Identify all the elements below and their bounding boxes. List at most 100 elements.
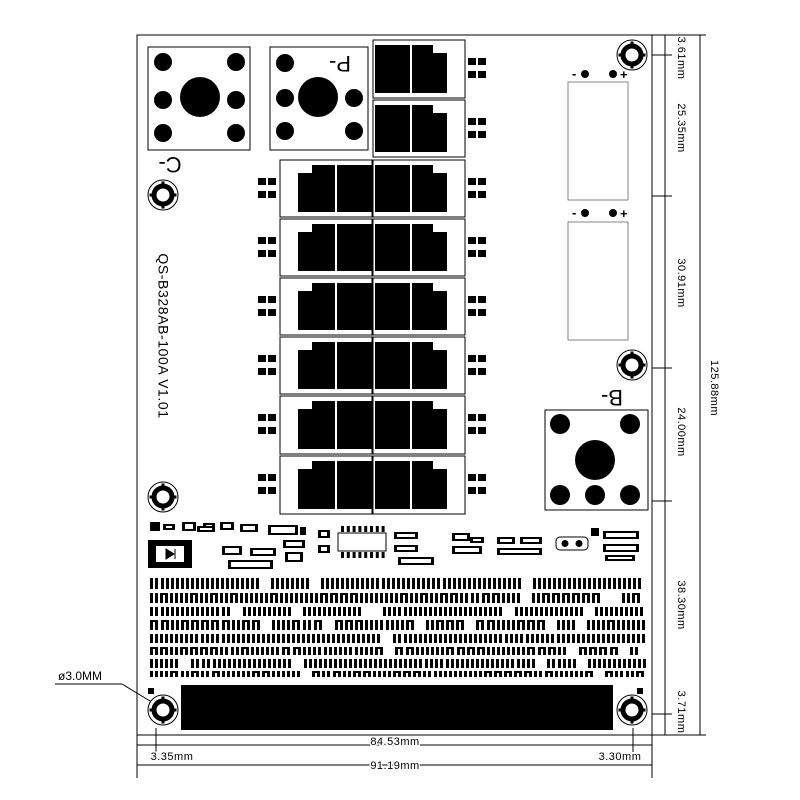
smd-pad [388, 607, 391, 616]
smd-pad [488, 578, 491, 589]
smd-pad [397, 578, 400, 589]
smd-pad [360, 647, 363, 655]
hole-copper-ring [151, 183, 175, 207]
ic-pin [352, 526, 356, 532]
smd-pad [537, 620, 540, 630]
smd-pad [557, 620, 560, 630]
mosfet [372, 39, 486, 99]
smd-pad [562, 620, 565, 630]
smd-pad [155, 634, 158, 643]
smd-pad [242, 620, 245, 630]
plus-sign: + [620, 206, 628, 221]
gate-pin-pad [268, 237, 276, 244]
smd-pad [440, 659, 443, 668]
mosfet-notch [298, 224, 312, 232]
smd-pad [546, 634, 549, 643]
smd-pad [577, 634, 580, 643]
smd-pad [267, 634, 270, 643]
smd-pad [277, 671, 280, 677]
smd-pad [496, 671, 500, 673]
smd-pad [481, 620, 484, 630]
smd-pad [602, 620, 605, 630]
smd-part [220, 522, 234, 530]
smd-pad [640, 607, 643, 616]
smd-pad [191, 607, 194, 616]
smd-pad [345, 620, 348, 630]
mosfet-divider [335, 461, 337, 509]
smd-pad [383, 607, 386, 616]
gate-pin-pad [468, 309, 476, 316]
smd-pad [365, 671, 369, 673]
minus-sign: - [572, 66, 576, 81]
smd-pad [201, 671, 204, 677]
smd-pad [442, 593, 446, 595]
smd-pad [623, 659, 626, 668]
smd-pad [233, 659, 236, 668]
smd-pad [494, 671, 497, 677]
smd-pad [633, 659, 636, 668]
gate-pin-pad [468, 427, 476, 434]
smd-pad [422, 593, 426, 595]
smd-pad [389, 659, 392, 668]
smd-pad [517, 593, 520, 603]
smd-pad [537, 593, 540, 603]
smd-part-marking [223, 524, 231, 528]
smd-pad [201, 607, 204, 616]
hole-via-dot [630, 720, 634, 724]
smd-pad [223, 659, 226, 668]
smd-pad [441, 620, 444, 630]
smd-pad [484, 634, 487, 643]
mosfet-divider [410, 224, 412, 271]
smd-pad [507, 593, 510, 603]
smd-pad [591, 647, 595, 649]
via [345, 89, 363, 107]
smd-pad [550, 671, 553, 677]
smd-pad [539, 671, 542, 677]
smd-pad [454, 634, 457, 643]
smd-pad [205, 593, 208, 603]
smd-pad [266, 647, 269, 655]
polarity-dot [581, 209, 589, 217]
hole-via-dot [642, 708, 646, 712]
smd-pad [555, 671, 558, 677]
smd-pad [196, 607, 199, 616]
smd-pad [541, 634, 544, 643]
via [227, 124, 245, 142]
mounting-hole [616, 39, 648, 71]
smd-pad [449, 607, 452, 616]
smd-pad [408, 671, 411, 677]
smd-pad [428, 671, 431, 677]
smd-pad [532, 620, 535, 630]
smd-pad [437, 578, 440, 589]
smd-pad [171, 578, 174, 589]
hole-via-dot [642, 363, 646, 367]
smd-pad [487, 620, 490, 630]
smd-pad [501, 659, 504, 668]
via [154, 124, 172, 142]
smd-pad [215, 647, 218, 655]
minus-sign: - [572, 205, 576, 220]
smd-pad [195, 593, 198, 603]
smd-pad [451, 659, 454, 668]
smd-part [398, 557, 434, 565]
smd-pad [263, 607, 266, 616]
smd-pad [176, 607, 179, 616]
dimension-label: 25.35mm [675, 103, 687, 152]
smd-pad [296, 578, 299, 589]
smd-pad [380, 593, 383, 603]
mosfet-divider [410, 165, 412, 212]
smd-pad [398, 607, 401, 616]
smd-pad [355, 593, 358, 603]
smd-pad [171, 620, 174, 630]
smd-pad [287, 671, 290, 677]
smd-pad [248, 607, 251, 616]
smd-pad [294, 620, 298, 622]
dimension-label: 3.71mm [675, 691, 687, 734]
smd-pad [358, 607, 361, 616]
smd-part-marking [455, 535, 467, 539]
smd-pad [515, 607, 518, 616]
smd-pad [228, 659, 231, 668]
smd-pad [573, 659, 576, 668]
smd-pad [515, 634, 518, 643]
smd-part [470, 537, 484, 543]
